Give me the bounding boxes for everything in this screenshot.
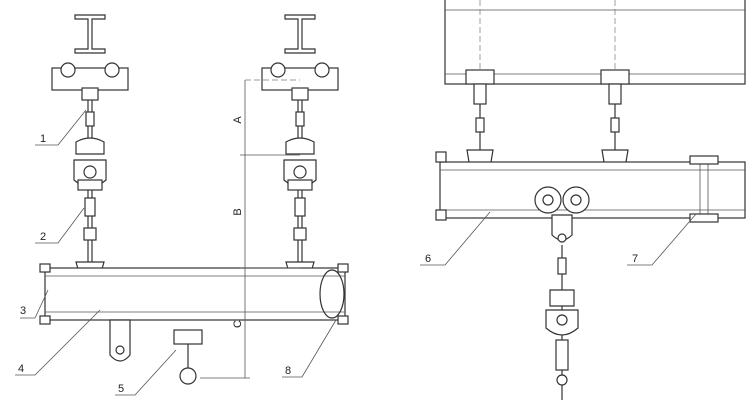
left-assembly: A B C 1 2 3 4 5 8 xyxy=(15,14,349,396)
rail-bar-right xyxy=(439,161,746,219)
callout-8: 8 xyxy=(285,365,291,377)
callout-1: 1 xyxy=(40,133,46,145)
dimension-c: C xyxy=(232,320,244,328)
callout-5: 5 xyxy=(118,383,124,395)
rail-bar-left xyxy=(44,267,346,321)
dimension-a: A xyxy=(232,116,244,124)
callout-3: 3 xyxy=(20,305,26,317)
right-assembly: 6 7 xyxy=(420,0,746,400)
callout-6: 6 xyxy=(425,253,431,265)
dimension-b: B xyxy=(232,208,244,215)
callout-4: 4 xyxy=(18,363,24,375)
callout-7: 7 xyxy=(632,253,638,265)
callout-2: 2 xyxy=(40,231,46,243)
